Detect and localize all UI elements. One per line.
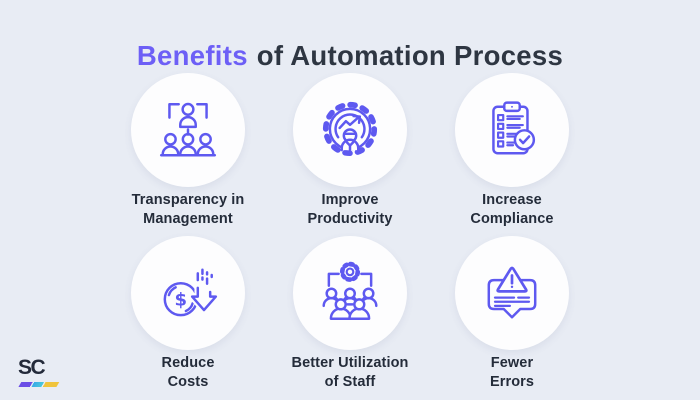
benefit-card-errors: Fewer Errors: [431, 236, 593, 392]
page-title: Benefits of Automation Process: [0, 40, 700, 72]
icon-circle: [455, 236, 569, 350]
team-gear-icon: [322, 261, 378, 321]
benefit-label: Fewer Errors: [489, 355, 535, 390]
checklist-clipboard-icon: [492, 101, 536, 155]
gear-growth-icon: [322, 101, 378, 157]
benefit-card-staff: Better Utilization of Staff: [269, 236, 431, 392]
benefit-label: Better Utilization of Staff: [291, 355, 409, 390]
title-rest: of Automation Process: [256, 40, 564, 72]
icon-circle: $: [131, 236, 245, 350]
title-highlight: Benefits: [136, 40, 248, 72]
benefit-label: Increase Compliance: [470, 192, 554, 227]
cost-reduction-icon: $: [163, 268, 220, 317]
dollar-glyph: $: [175, 289, 188, 310]
icon-circle: [455, 73, 569, 187]
benefit-label: Reduce Costs: [161, 355, 215, 390]
error-alert-icon: [487, 266, 537, 319]
icon-circle: [131, 73, 245, 187]
icon-circle: [293, 236, 407, 350]
logo-text: SC: [18, 356, 46, 379]
benefit-card-transparency: Transparency in Management: [107, 73, 269, 229]
benefit-label: Transparency in Management: [131, 192, 245, 227]
org-chart-icon: [159, 102, 217, 157]
benefit-label: Improve Productivity: [307, 192, 393, 227]
benefits-grid: Transparency in Management: [107, 73, 593, 392]
logo-stripe: [18, 382, 60, 387]
icon-circle: [293, 73, 407, 187]
brand-logo: SC: [18, 355, 66, 387]
benefit-card-compliance: Increase Compliance: [431, 73, 593, 229]
benefit-card-costs: $ Reduce Costs: [107, 236, 269, 392]
benefit-card-productivity: Improve Productivity: [269, 73, 431, 229]
